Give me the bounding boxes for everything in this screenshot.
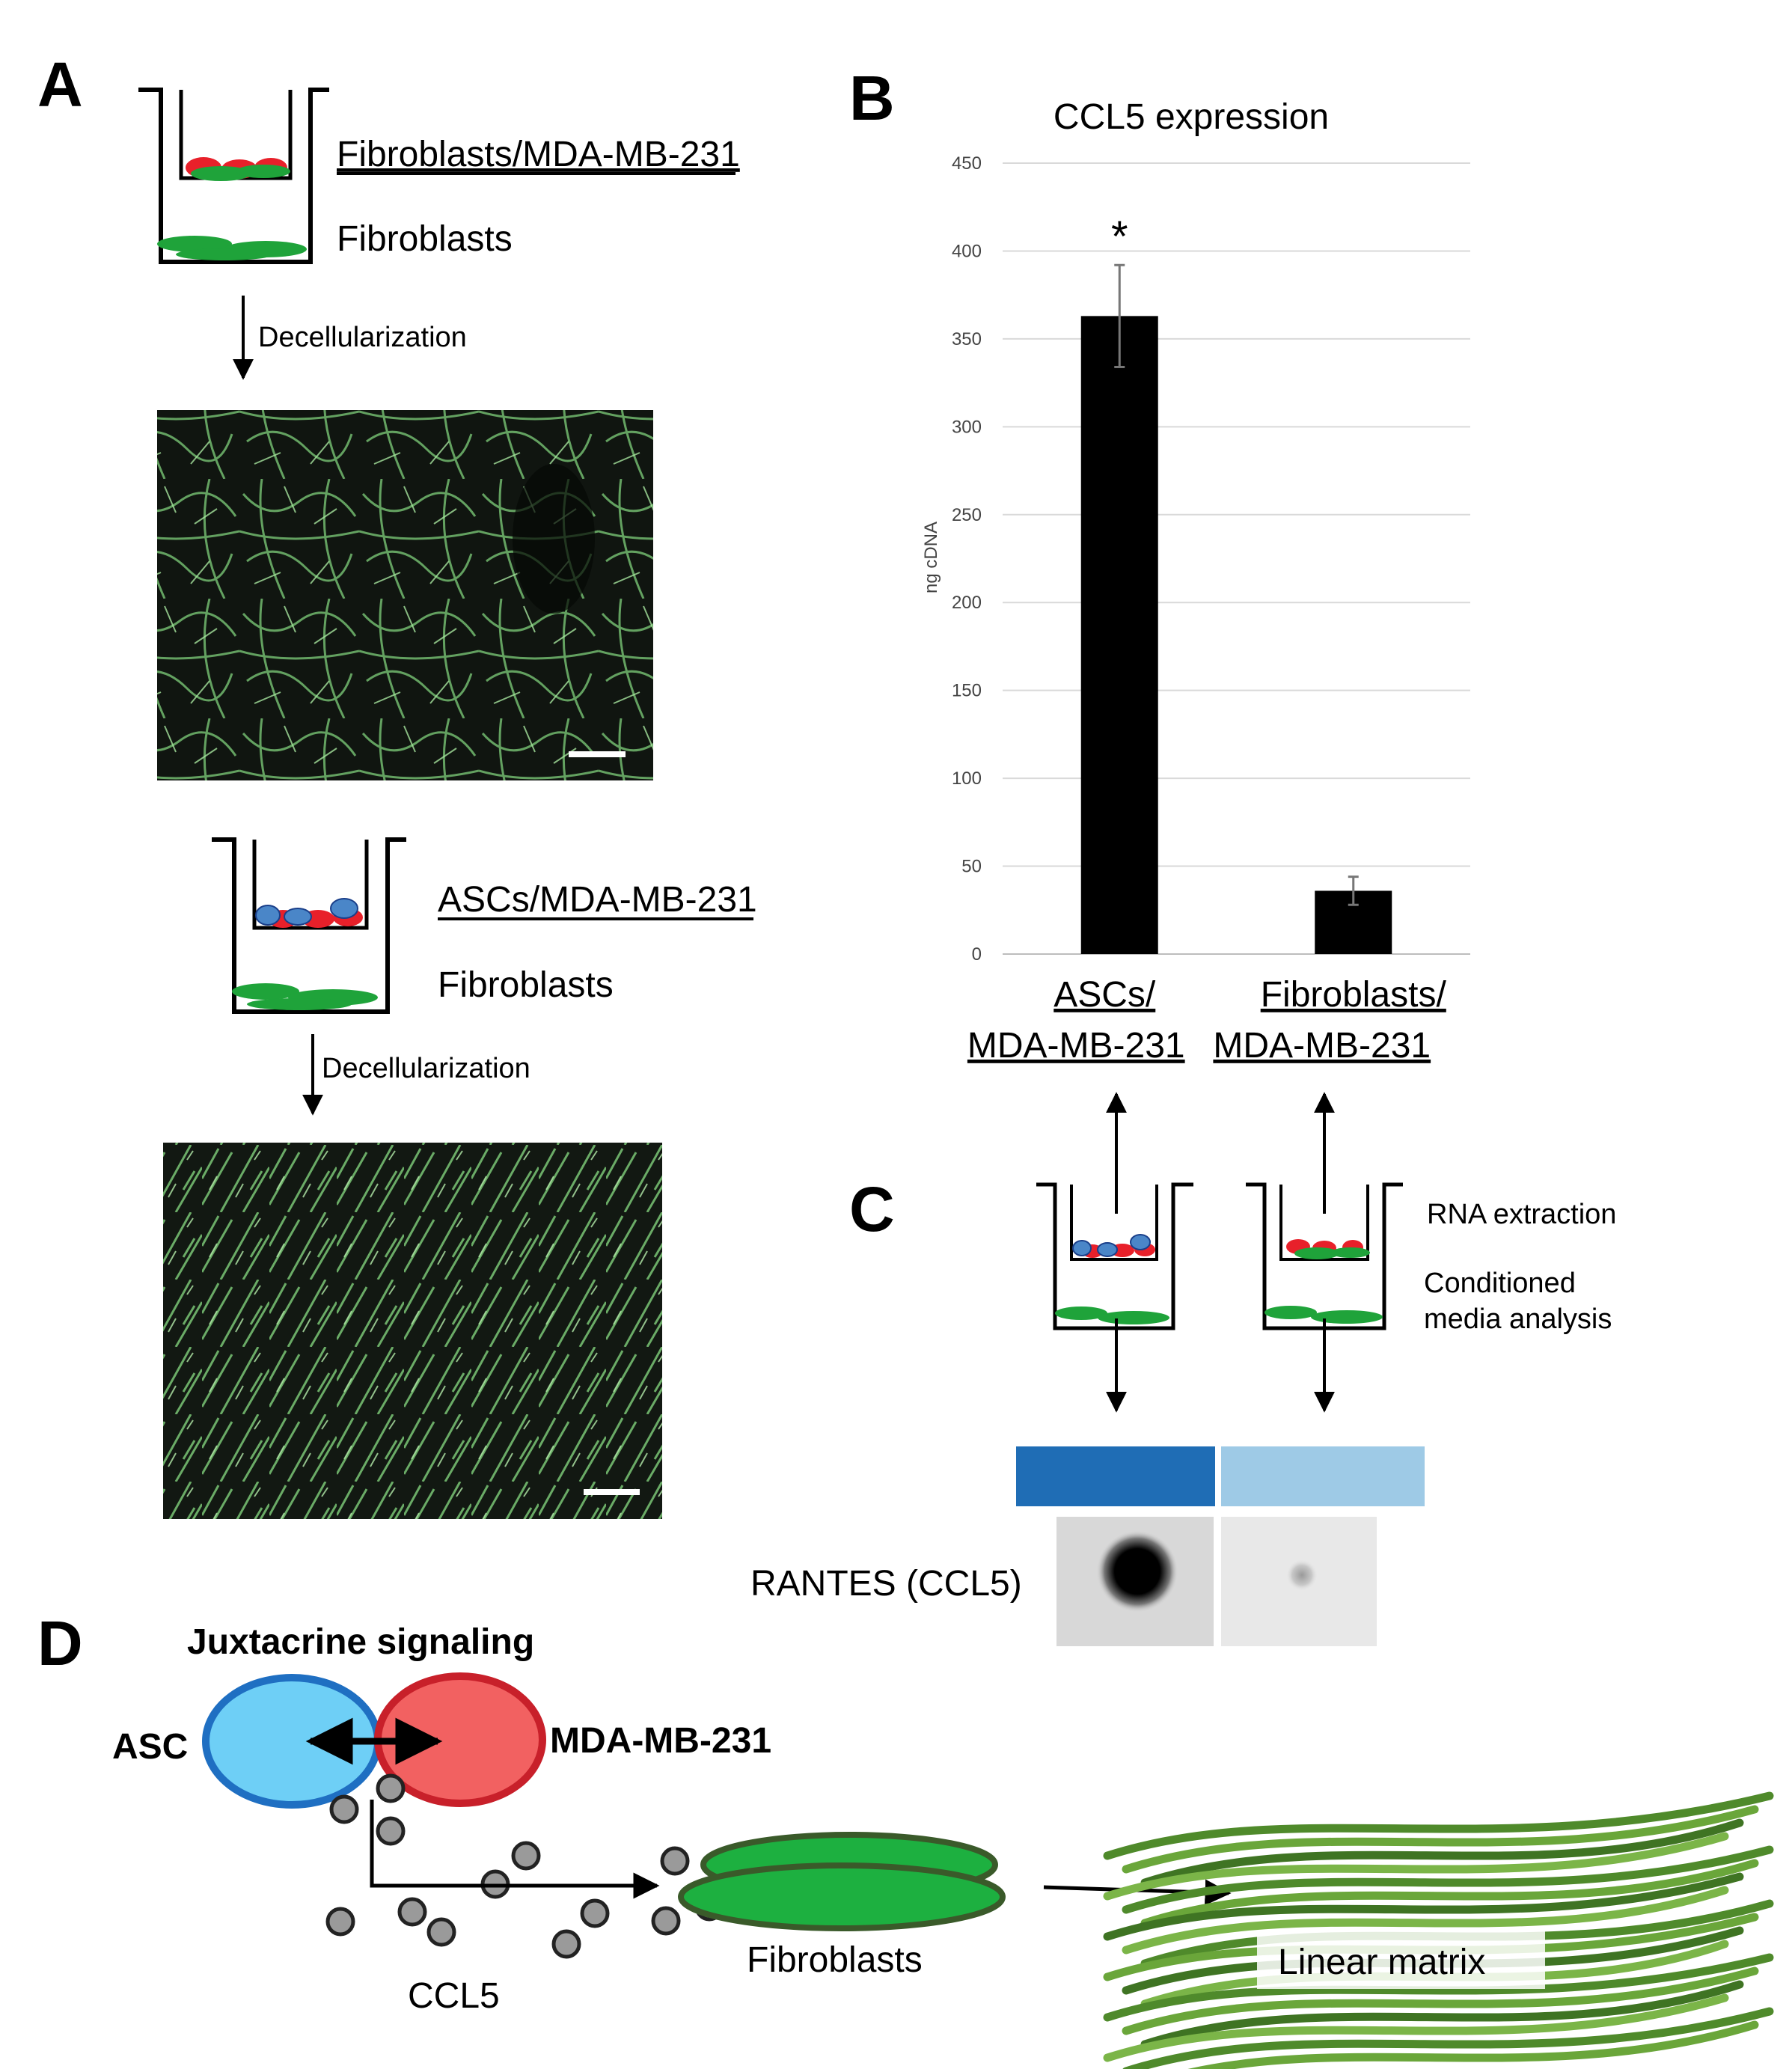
matrix-label-backdrop [1257,1931,1545,1989]
diagram1-bottom-label: Fibroblasts [337,219,513,259]
conditioned-media-label-1: Conditioned [1424,1268,1576,1299]
mda-label: MDA-MB-231 [550,1721,771,1761]
y-tick-label-100: 100 [952,768,982,789]
conditioned-media-label-2: media analysis [1424,1304,1612,1335]
significance-mark-0: * [1111,213,1128,261]
category-label-line2-0: MDA-MB-231 [967,1026,1185,1066]
linear-matrix-fibers [1103,1791,1774,2069]
y-tick-label-50: 50 [961,857,982,877]
matrix-fiber-13 [1122,1966,1759,2035]
chart-title: CCL5 expression [1054,97,1329,137]
rna-extraction-label: RNA extraction [1427,1199,1616,1230]
matrix-fiber-0 [1103,1791,1774,1860]
matrix-fiber-7 [1122,1886,1729,1955]
diagram2-top-label: ASCs/MDA-MB-231 [438,880,757,920]
matrix-fiber-1 [1122,1805,1759,1874]
juxtacrine-title: Juxtacrine signaling [187,1622,534,1662]
asc-label: ASC [112,1727,188,1767]
chart-category-labels: ASCs/MDA-MB-231 Fibroblasts/MDA-MB-231 [967,975,1447,1066]
y-tick-label-400: 400 [952,241,982,261]
rantes-label: RANTES (CCL5) [750,1564,1022,1604]
decellularization-label-2: Decellularization [322,1053,530,1084]
panel-b-letter: B [849,63,895,133]
matrix-fiber-14 [1140,1980,1744,2049]
matrix-fiber-17 [1187,2020,1759,2069]
chart-bars: * [1080,213,1392,954]
diagram2-bottom-label: Fibroblasts [438,965,614,1005]
condition-color-bar-fibro [1221,1446,1425,1506]
ccl5-path-arrow [370,1800,660,1899]
y-tick-label-350: 350 [952,329,982,349]
ccl5-label: CCL5 [408,1976,500,2016]
y-tick-label-450: 450 [952,153,982,174]
blot-spot-strong [1096,1530,1178,1613]
matrix-label: Linear matrix [1278,1943,1485,1982]
y-tick-label-0: 0 [972,944,982,965]
micrograph-dark-region [513,464,595,614]
ccl5-particles [325,1773,724,1959]
matrix-fiber-3 [1103,1832,1729,1901]
category-label-line2-1: MDA-MB-231 [1213,1026,1431,1066]
decellularization-label-1: Decellularization [258,322,467,353]
y-tick-label-250: 250 [952,505,982,525]
chart-y-label: ng cDNA [921,522,941,593]
matrix-fiber-6 [1103,1872,1744,1941]
matrix-fiber-4 [1122,1845,1774,1914]
blot-spot-weak [1285,1559,1318,1592]
fibroblast-cell-lower [678,1862,1006,1931]
category-label-line1-1: Fibroblasts/ [1261,975,1447,1015]
transwell-diagram-2 [212,837,406,1014]
y-tick-label-150: 150 [952,681,982,701]
matrix-fiber-15 [1103,1993,1729,2062]
y-tick-label-300: 300 [952,417,982,437]
category-label-line1-0: ASCs/ [1054,975,1156,1015]
panel-c-letter: C [849,1174,895,1244]
panel-d-letter: D [37,1608,83,1678]
chart-gridlines [1003,162,1470,955]
fibroblasts-label: Fibroblasts [747,1940,923,1980]
condition-color-bar-asc [1016,1446,1215,1506]
matrix-fiber-2 [1140,1818,1744,1887]
matrix-fiber-12 [1103,1953,1774,2022]
bar-0 [1080,316,1158,954]
transwell-asc-coculture [1036,1182,1193,1330]
diagram1-top-label: Fibroblasts/MDA-MB-231 [337,135,740,174]
matrix-fiber-5 [1140,1859,1759,1928]
micrograph-aligned-matrix [163,1143,662,1519]
chart-y-ticks: 0 50 100 150 200 250 300 350 400 450 [952,153,982,965]
y-tick-label-200: 200 [952,593,982,613]
panel-a-letter: A [37,49,83,120]
matrix-fiber-16 [1122,2007,1774,2069]
transwell-diagram-1 [138,88,329,264]
